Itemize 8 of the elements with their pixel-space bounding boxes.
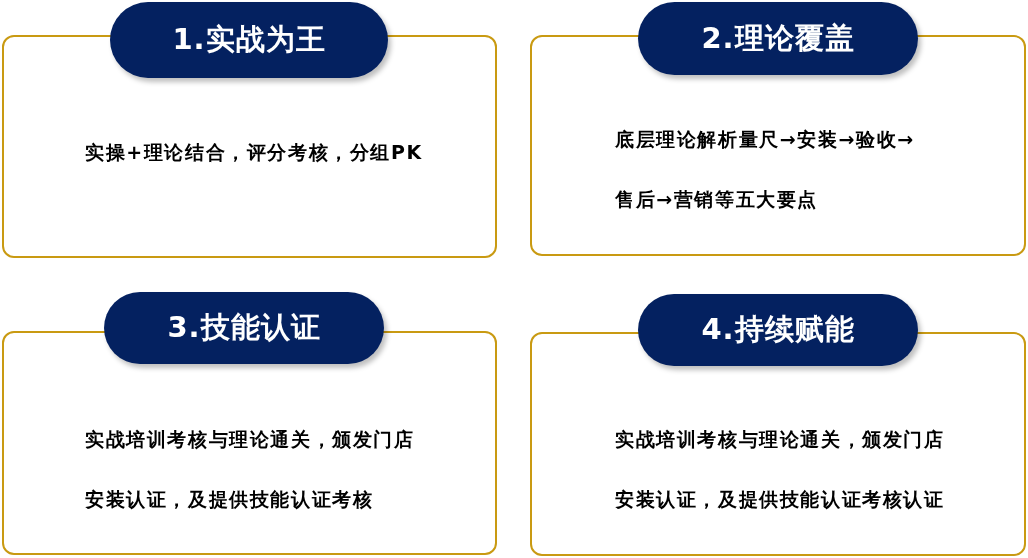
card-text: 底层理论解析量尺→安装→验收→售后→营销等五大要点 [615,127,916,212]
card-heading: 1.实战为王 [110,2,388,78]
card-text: 实操+理论结合，评分考核，分组PK [85,140,424,165]
card-text: 实战培训考核与理论通关，颁发门店安装认证，及提供技能认证考核 [85,427,416,512]
card-heading: 2.理论覆盖 [638,2,918,75]
card-heading: 3.技能认证 [104,292,384,364]
card-text: 实战培训考核与理论通关，颁发门店安装认证，及提供技能认证考核认证 [615,427,946,512]
card-heading: 4.持续赋能 [638,294,918,366]
